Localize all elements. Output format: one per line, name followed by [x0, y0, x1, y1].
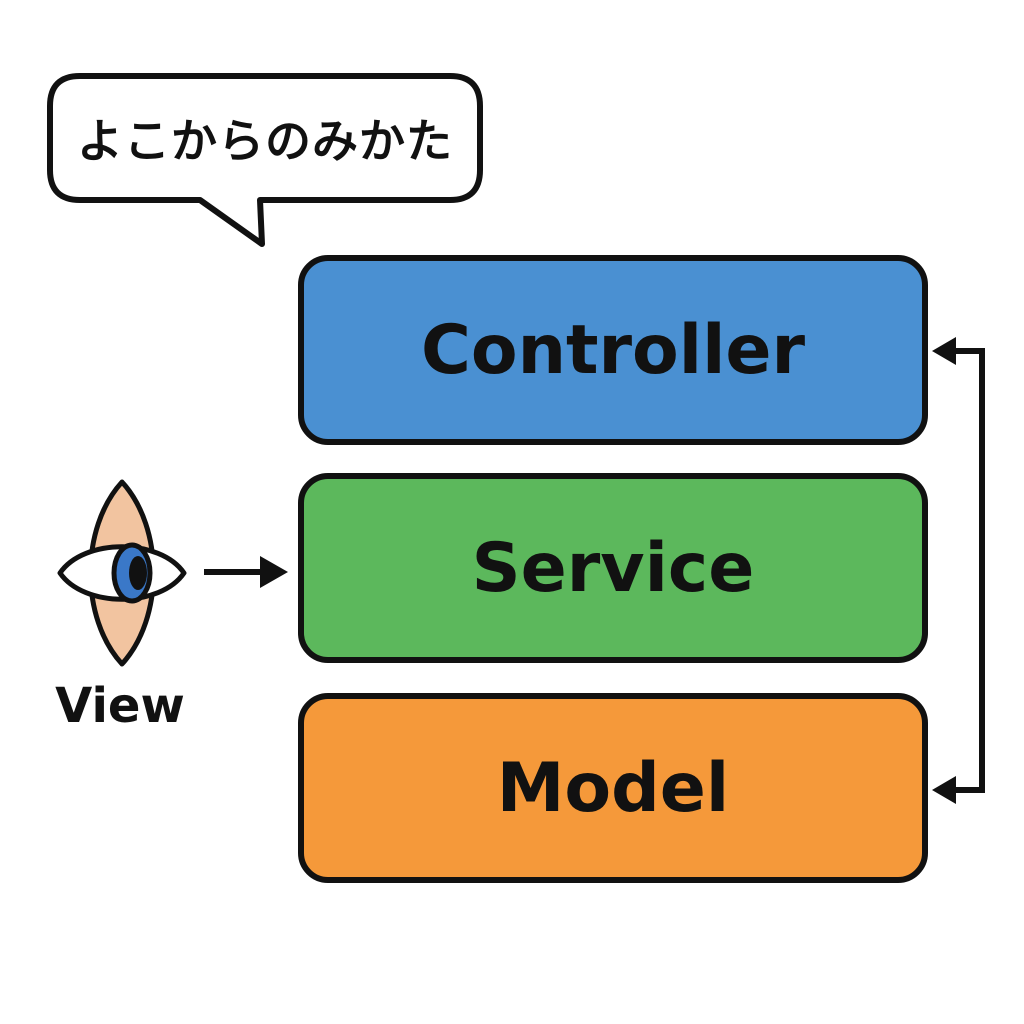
model-label: Model — [496, 748, 730, 828]
controller-layer-box: Controller — [298, 255, 928, 445]
speech-bubble-text: よこからのみかた — [77, 114, 453, 168]
view-to-service-arrow — [204, 556, 288, 588]
service-label: Service — [471, 528, 755, 608]
eye-icon — [57, 479, 187, 667]
service-layer-box: Service — [298, 473, 928, 663]
controller-label: Controller — [420, 310, 806, 390]
controller-model-connector — [932, 337, 985, 804]
arrowhead-to-model — [932, 776, 956, 804]
view-label: View — [55, 678, 185, 734]
speech-bubble-outline — [47, 73, 483, 247]
arrowhead-to-controller — [932, 337, 956, 365]
model-layer-box: Model — [298, 693, 928, 883]
